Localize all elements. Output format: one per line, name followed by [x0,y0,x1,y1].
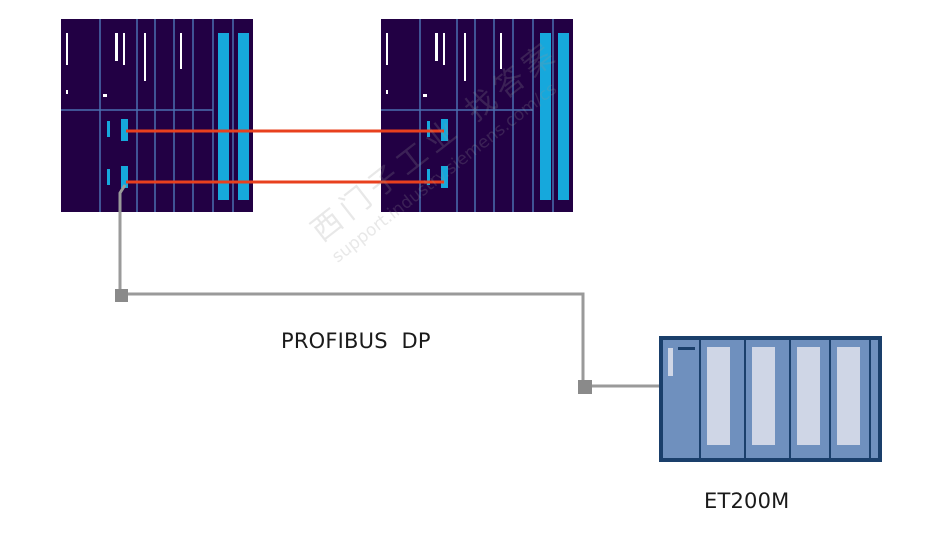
plc-rack-left-slot-lines [61,19,234,212]
profibus-connector-icon [115,289,128,302]
plc-rack-left-indicators [66,33,182,97]
profibus-connector-icon [578,380,592,394]
plc-rack-right-ps-bar-1 [540,33,551,200]
profibus-dp-label: PROFIBUS DP [281,329,431,353]
profibus-dp-cable [118,184,664,388]
plc-rack-right [381,19,573,212]
plc-rack-right-slot-lines [381,19,554,212]
et200m-modules [707,347,860,445]
et200m-label: ET200M [704,489,790,513]
plc-rack-left-ps-bar-1 [218,33,229,200]
plc-rack-right-sync-modules [427,119,448,188]
plc-rack-left-sync-modules [107,119,128,188]
plc-rack-right-ps-bar-2 [558,33,569,200]
plc-rack-left [61,19,253,212]
et200m-station-icon [659,336,882,462]
et200m-slot-lines [699,340,871,458]
plc-rack-left-ps-bar-2 [238,33,249,200]
plc-rack-right-indicators [386,33,502,97]
